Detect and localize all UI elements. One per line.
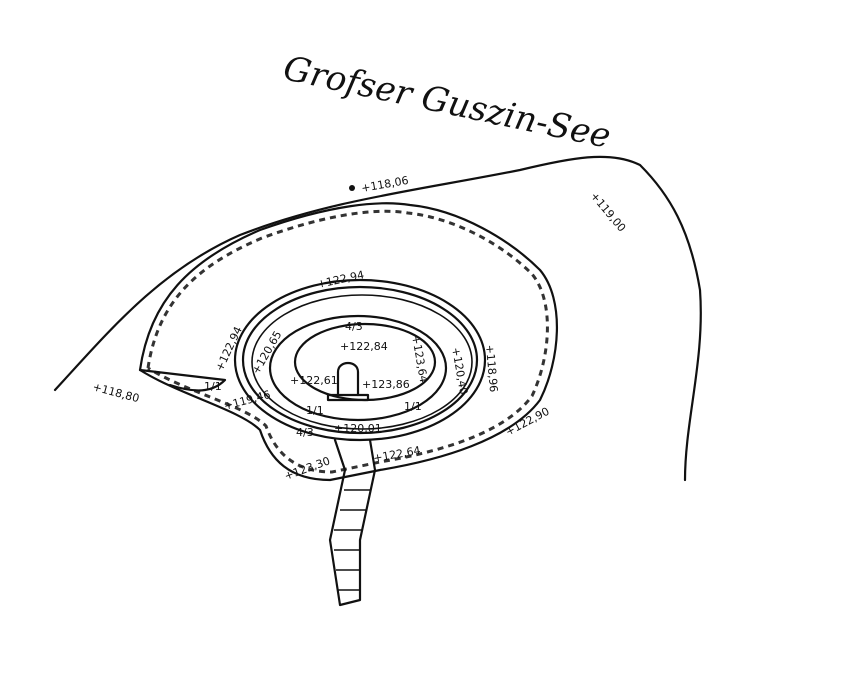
slope-label: 1/1 <box>306 404 324 417</box>
slope-label: 1/1 <box>204 380 222 393</box>
elev-label: +123,64 <box>409 334 430 383</box>
tower-base <box>326 393 370 402</box>
elev-label: +120,40 <box>449 346 470 395</box>
elev-label: +120,01 <box>334 422 382 435</box>
inner-slope <box>268 314 448 422</box>
elev-label: +123,86 <box>362 378 410 391</box>
elev-label: +119,46 <box>222 388 271 413</box>
elev-label: +120,65 <box>249 329 284 377</box>
elev-label: +118,80 <box>91 380 140 405</box>
elev-label: +122,90 <box>503 405 551 439</box>
outer-wall <box>233 278 487 442</box>
elev-label: +122,94 <box>213 325 245 374</box>
lake-name-label: Grofser Guszin-See <box>280 48 614 156</box>
slope-label: 1/1 <box>404 400 422 413</box>
benchmark-dot <box>349 185 355 191</box>
elev-label: +122,84 <box>340 340 388 353</box>
outer-rampart <box>138 202 558 482</box>
causeway-steps <box>334 489 370 591</box>
slope-label: 4/3 <box>296 426 314 439</box>
elev-label: +122,64 <box>372 444 421 465</box>
slope-label: 4/3 <box>345 320 363 333</box>
tower <box>336 361 360 397</box>
shoreline <box>53 155 702 482</box>
ring-path <box>251 294 473 430</box>
ditch <box>138 368 227 392</box>
elev-label: +119,00 <box>588 190 629 235</box>
causeway <box>328 438 377 607</box>
elev-label: +122,61 <box>290 374 338 387</box>
outer-rampart-dashes <box>146 209 549 474</box>
outer-wall-inner <box>241 285 479 435</box>
elev-label: +118,96 <box>483 344 500 393</box>
